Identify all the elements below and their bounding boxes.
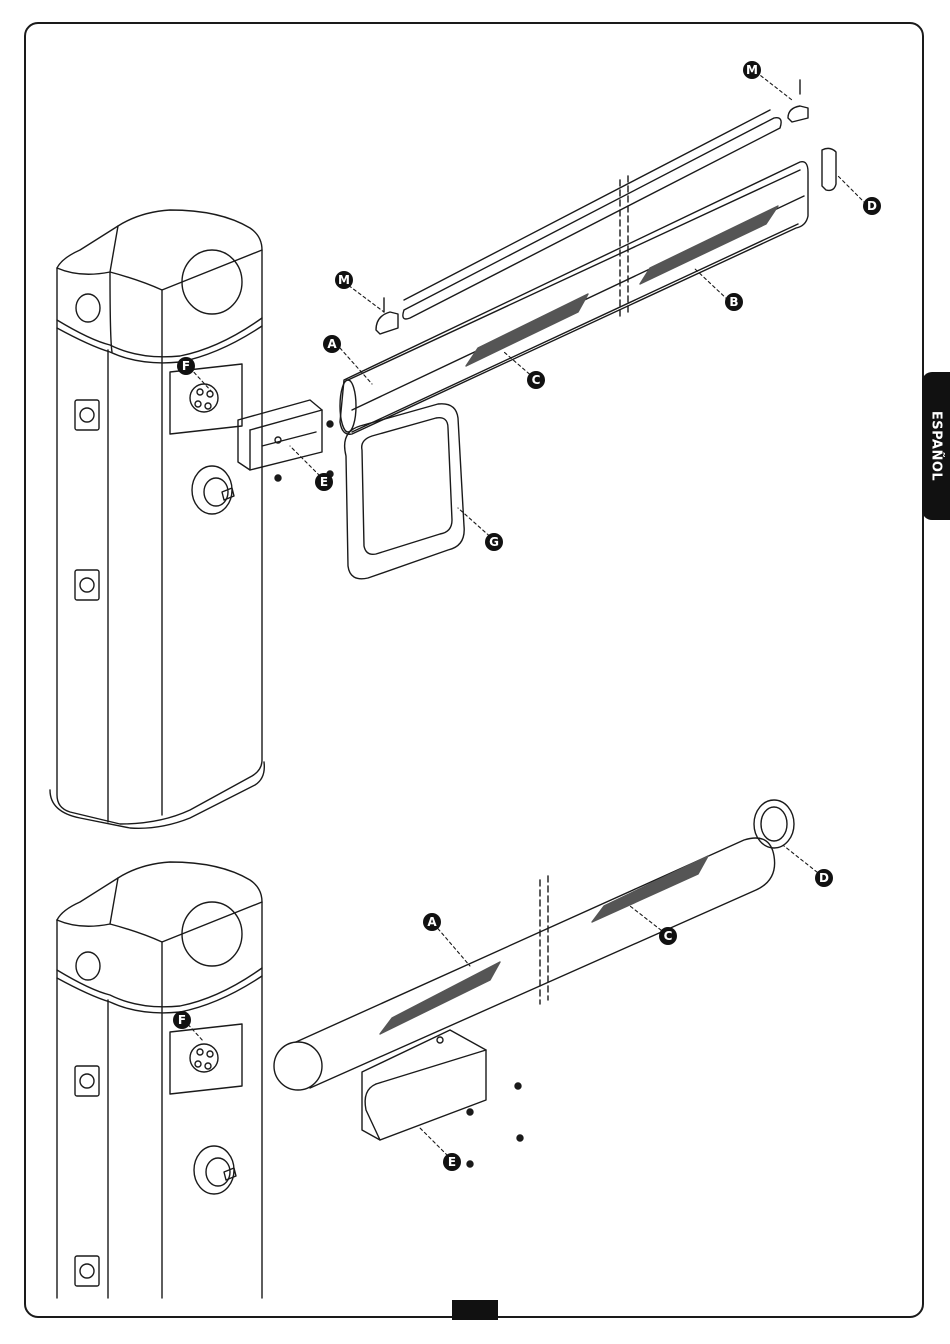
label-e-bottom: E <box>443 1153 461 1171</box>
label-m-left: M <box>335 271 353 289</box>
plate-f <box>170 364 242 434</box>
svg-text:C: C <box>532 373 541 387</box>
boom-top <box>340 80 836 434</box>
label-c-top: C <box>527 371 545 389</box>
label-a-bottom: A <box>423 913 441 931</box>
label-e-top: E <box>315 473 333 491</box>
svg-text:M: M <box>746 63 758 77</box>
svg-text:G: G <box>489 535 499 549</box>
bracket-e-top <box>238 400 333 481</box>
label-d-top: D <box>863 197 881 215</box>
svg-text:E: E <box>320 475 328 489</box>
svg-text:C: C <box>664 929 673 943</box>
label-g-top: G <box>485 533 503 551</box>
svg-text:F: F <box>182 359 190 373</box>
svg-text:A: A <box>327 337 337 351</box>
bracket-e-bottom <box>362 1030 523 1167</box>
svg-text:B: B <box>729 295 738 309</box>
label-m-right: M <box>743 61 761 79</box>
svg-text:E: E <box>448 1155 456 1169</box>
barrier-cabinet-bottom <box>57 862 262 1298</box>
callout-leaders <box>184 72 866 1160</box>
svg-text:D: D <box>819 871 829 885</box>
label-c-bottom: C <box>659 927 677 945</box>
svg-text:A: A <box>427 915 437 929</box>
svg-text:D: D <box>867 199 877 213</box>
svg-text:F: F <box>178 1013 186 1027</box>
barrier-cabinet-top <box>50 210 264 828</box>
boom-bottom <box>274 800 794 1090</box>
callout-labels: A B C D E F G M <box>173 61 881 1171</box>
label-f-bottom: F <box>173 1011 191 1029</box>
label-d-bottom: D <box>815 869 833 887</box>
label-a-top: A <box>323 335 341 353</box>
label-b-top: B <box>725 293 743 311</box>
svg-text:M: M <box>338 273 350 287</box>
label-f-top: F <box>177 357 195 375</box>
cover-g <box>345 404 465 579</box>
